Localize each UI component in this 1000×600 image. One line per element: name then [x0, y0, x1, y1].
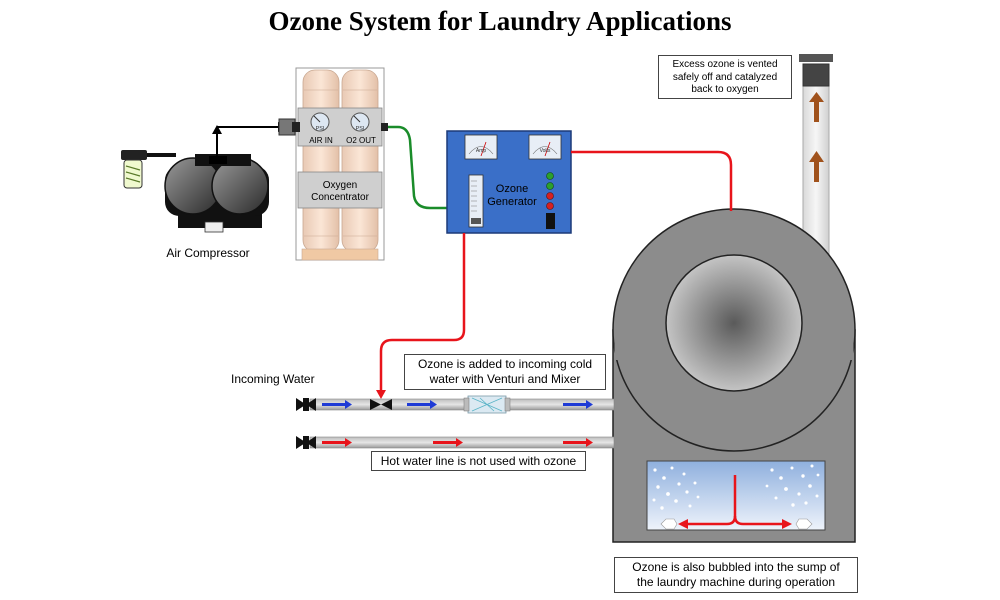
vent-callout: Excess ozone is vented safely off and ca… [658, 55, 792, 99]
hot-water-callout-text: Hot water line is not used with ozone [380, 454, 577, 468]
ozone-line-to-machine [571, 150, 733, 211]
venturi-callout: Ozone is added to incoming cold water wi… [404, 354, 606, 390]
sump-bubbles [652, 464, 820, 510]
hot-water-callout: Hot water line is not used with ozone [371, 451, 586, 471]
psi-label-o2-out: PSI [356, 126, 365, 132]
gauge-icon [310, 112, 370, 132]
vent-callout-line-3: back to oxygen [691, 84, 759, 95]
vent-arrow-upper [809, 92, 824, 122]
air-compressor [164, 154, 269, 233]
ozone-line-to-venturi [379, 233, 466, 392]
air-compressor-label: Air Compressor [166, 246, 249, 260]
compressor-air-line [212, 122, 286, 156]
vent-arrow-lower [809, 151, 824, 182]
ozone-generator-label-1: Ozone [496, 183, 528, 195]
sump-ozone-diffuser [660, 475, 813, 530]
oxygen-concentrator-label-1: Oxygen [323, 180, 357, 191]
air-filter-icon [121, 150, 176, 189]
page-title: Ozone System for Laundry Applications [268, 6, 732, 36]
oxygen-concentrator-label-2: Concentrator [311, 192, 369, 203]
valve-icon [296, 398, 316, 449]
incoming-water-label: Incoming Water [231, 372, 315, 386]
vent-callout-line-1: Excess ozone is vented [672, 59, 778, 70]
cold-water-pipe [309, 395, 615, 414]
laundry-machine [612, 208, 856, 543]
psi-label-air-in: PSI [316, 126, 325, 132]
amp-gauge-label: Amp [476, 148, 487, 154]
o2-out-label: O2 OUT [346, 136, 376, 145]
flow-arrow-icon [322, 400, 593, 447]
sump-callout: Ozone is also bubbled into the sump of t… [614, 557, 858, 593]
sump-callout-line-1: Ozone is also bubbled into the sump of [632, 560, 840, 574]
ozone-vent-stack [799, 54, 833, 257]
air-in-label: AIR IN [309, 136, 333, 145]
oxygen-line [388, 125, 447, 210]
ozone-generator [446, 130, 572, 234]
venturi-callout-line-1: Ozone is added to incoming cold [417, 357, 593, 371]
vent-callout-line-2: safely off and catalyzed [672, 71, 778, 83]
venturi-injector [370, 399, 392, 410]
oxygen-concentrator [278, 67, 388, 261]
machine-drum-door [665, 254, 803, 392]
venturi-callout-line-2: water with Venturi and Mixer [429, 372, 581, 386]
volt-gauge-label: Volts [540, 148, 551, 154]
sump-callout-line-2: the laundry machine during operation [636, 575, 836, 589]
ozone-generator-label-2: Generator [487, 196, 537, 208]
